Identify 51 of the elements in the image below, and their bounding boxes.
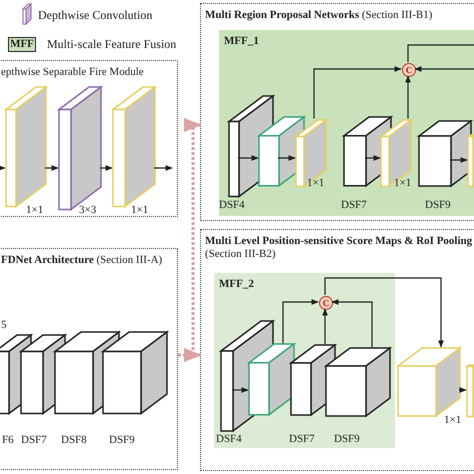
arrow [238, 155, 259, 161]
section-panel [200, 229, 474, 471]
section-title: MFF_2 [219, 278, 254, 290]
layer-label: DSF9 [109, 434, 135, 446]
arrow [154, 165, 173, 171]
arrow [0, 165, 6, 171]
concat-circle: C [319, 296, 333, 310]
fusion-region [219, 30, 474, 216]
section-panel [200, 3, 474, 221]
arrow [405, 75, 411, 118]
section-panel [0, 248, 178, 470]
arrow [324, 277, 444, 348]
arrow [331, 299, 373, 347]
layer-label: 1×1 [307, 177, 324, 189]
layer-label: DSF4 [216, 433, 242, 445]
arrow [100, 165, 113, 171]
layer-label: DSF4 [219, 199, 245, 211]
fusion-region [214, 273, 395, 448]
layer-label: DSF9 [425, 199, 451, 211]
arrow [414, 66, 474, 72]
layer-label: 1×1 [394, 177, 412, 189]
layer-label: DSF8 [61, 434, 87, 446]
section-title: FDNet Architecture (Section III-A) [1, 254, 164, 267]
layer-label: 1×1 [26, 204, 44, 216]
layer-label: 3×3 [79, 204, 96, 216]
arrow [313, 66, 402, 118]
concat-circle: C [402, 63, 416, 77]
section-panel [0, 60, 178, 217]
arrow [459, 387, 467, 393]
arrow [232, 387, 249, 393]
section-title: MFF_1 [224, 35, 259, 47]
layer-label: 5 [1, 319, 6, 331]
layer-label: DSF7 [341, 199, 367, 211]
section-title: Multi Level Position-sensitive Score Maps & RoI Pooling (Section III-B2) [205, 235, 473, 261]
section-title: epthwise Separable Fire Module [1, 66, 145, 79]
arrow [450, 157, 468, 163]
layer-label: DSF9 [334, 433, 360, 445]
section-title: Multi Region Proposal Networks (Section III-B1) [205, 9, 434, 22]
layer-label: DSF7 [289, 433, 315, 445]
legend-sample: MFF [8, 37, 36, 52]
layer-label: DSF7 [21, 434, 47, 446]
arrow [45, 165, 59, 171]
legend-text: Depthwise Convolution [38, 9, 152, 21]
arrow [278, 155, 296, 161]
dashed-arrow [178, 348, 202, 362]
layer-label: 1×1 [444, 414, 462, 426]
legend-text: Multi-scale Feature Fusion [47, 38, 176, 50]
arrow [282, 299, 319, 344]
layer-label: 1×1 [131, 204, 148, 216]
layer-label: F6 [2, 434, 14, 446]
arrow [365, 155, 381, 161]
